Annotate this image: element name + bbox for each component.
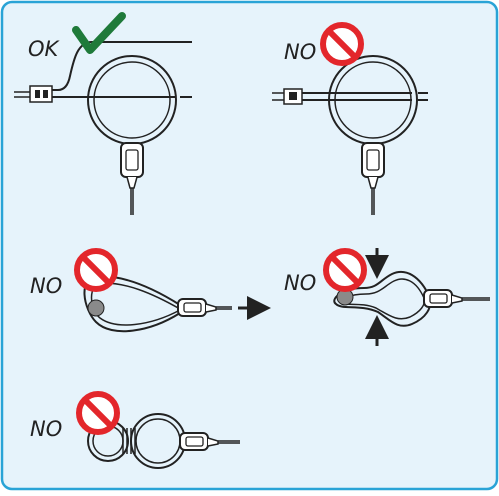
status-label: NO [284,271,316,295]
loop-connector-head [120,142,144,215]
status-label: NO [30,417,62,441]
status-label: NO [30,274,62,298]
no-icon [74,248,118,292]
loop-connector-head [177,298,232,317]
panel-no-pulled: NO [30,248,271,333]
panel-no-twisted: NO [30,391,240,469]
panel-no-off-center: NO [272,22,428,215]
loop-connector-head [423,289,490,308]
status-label: OK [28,37,61,61]
panel-ok-centered: OK [14,12,192,215]
twist-band [122,428,136,454]
no-icon [323,248,367,292]
loop-connector-head [361,142,385,215]
flex-loop [83,274,181,333]
wire-connector [272,88,303,105]
conductor [87,299,105,317]
panel-no-pinched: NO [284,248,490,346]
loop-connector-head [179,432,240,451]
status-label: NO [284,40,316,64]
no-icon [320,22,364,66]
check-icon [72,12,126,54]
wire-connector [14,85,53,103]
conductor-wire [302,92,428,101]
no-icon [76,391,120,435]
